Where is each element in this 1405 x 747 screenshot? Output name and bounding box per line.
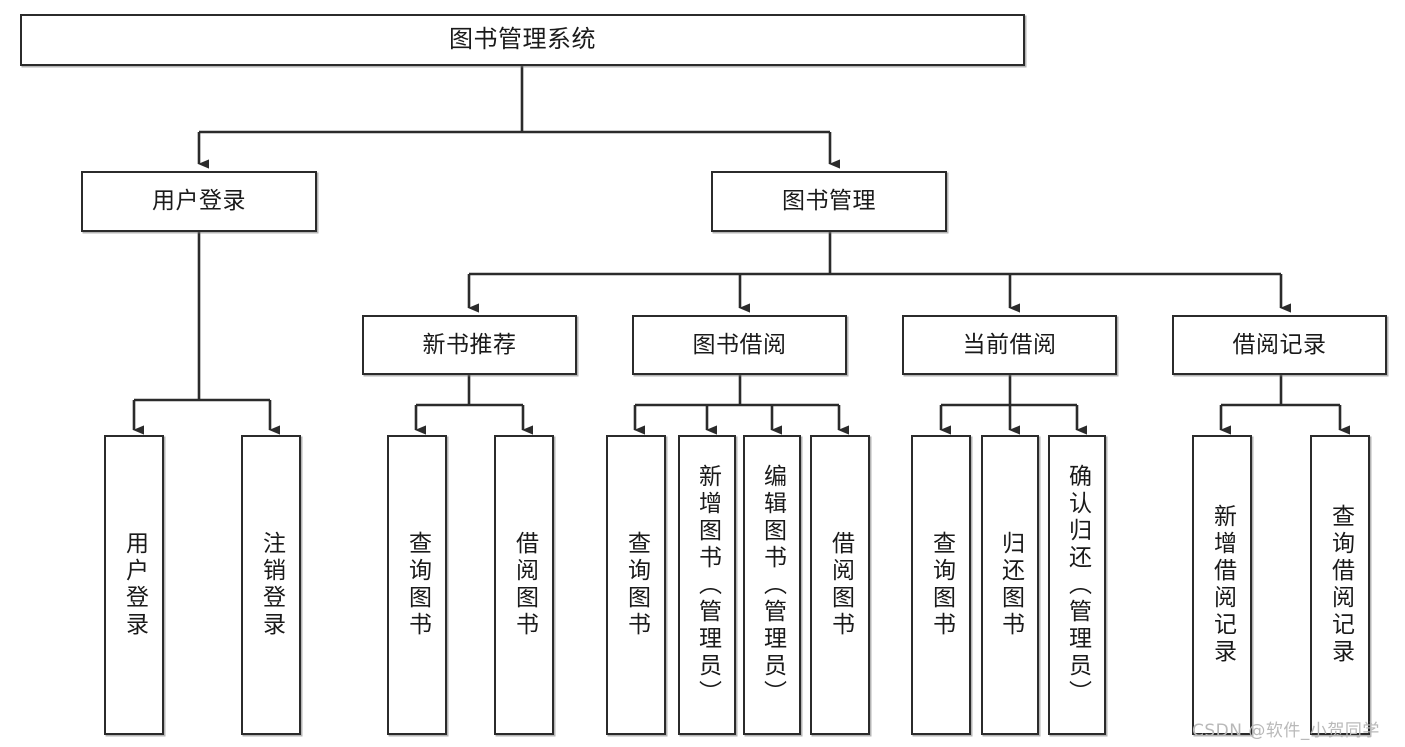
leaf-edit-book[interactable]: 编辑图书（管理员） [743,435,801,735]
leaf-user-login[interactable]: 用户登录 [104,435,164,735]
leaf-logout-label: 注销登录 [258,531,285,639]
leaf-return-book[interactable]: 归还图书 [981,435,1039,735]
node-book-borrow-label: 图书借阅 [692,331,787,358]
csdn-watermark: CSDN @软件_小贺同学 [1192,721,1380,741]
leaf-confirm-return-label: 确认归还（管理员） [1064,463,1091,707]
node-user-login[interactable]: 用户登录 [81,171,317,232]
leaf-add-book[interactable]: 新增图书（管理员） [678,435,736,735]
leaf-query-book-3[interactable]: 查询图书 [911,435,971,735]
leaf-borrow-book-2[interactable]: 借阅图书 [810,435,870,735]
leaf-edit-book-label: 编辑图书（管理员） [759,463,786,707]
node-root-label: 图书管理系统 [449,25,596,54]
leaf-query-record[interactable]: 查询借阅记录 [1310,435,1370,735]
leaf-borrow-book-1-label: 借阅图书 [511,531,538,639]
leaf-query-book-2-label: 查询图书 [623,531,650,639]
leaf-add-record[interactable]: 新增借阅记录 [1192,435,1252,735]
leaf-confirm-return[interactable]: 确认归还（管理员） [1048,435,1106,735]
leaf-user-login-label: 用户登录 [121,531,148,639]
leaf-borrow-book-2-label: 借阅图书 [827,531,854,639]
leaf-query-book-3-label: 查询图书 [928,531,955,639]
leaf-query-book-2[interactable]: 查询图书 [606,435,666,735]
leaf-borrow-book-1[interactable]: 借阅图书 [494,435,554,735]
node-user-login-label: 用户登录 [152,188,246,215]
leaf-logout[interactable]: 注销登录 [241,435,301,735]
node-root[interactable]: 图书管理系统 [20,14,1025,66]
leaf-query-book-1[interactable]: 查询图书 [387,435,447,735]
node-new-book-rec[interactable]: 新书推荐 [362,315,577,375]
node-book-borrow[interactable]: 图书借阅 [632,315,847,375]
node-borrow-record[interactable]: 借阅记录 [1172,315,1387,375]
node-new-book-rec-label: 新书推荐 [422,331,517,358]
node-book-manage[interactable]: 图书管理 [711,171,947,232]
leaf-add-record-label: 新增借阅记录 [1209,504,1236,666]
leaf-query-book-1-label: 查询图书 [404,531,431,639]
leaf-query-record-label: 查询借阅记录 [1327,504,1354,666]
leaf-return-book-label: 归还图书 [997,531,1024,639]
node-borrow-record-label: 借阅记录 [1232,331,1327,358]
leaf-add-book-label: 新增图书（管理员） [694,463,721,707]
node-book-manage-label: 图书管理 [782,188,876,215]
node-current-borrow[interactable]: 当前借阅 [902,315,1117,375]
node-current-borrow-label: 当前借阅 [962,331,1057,358]
